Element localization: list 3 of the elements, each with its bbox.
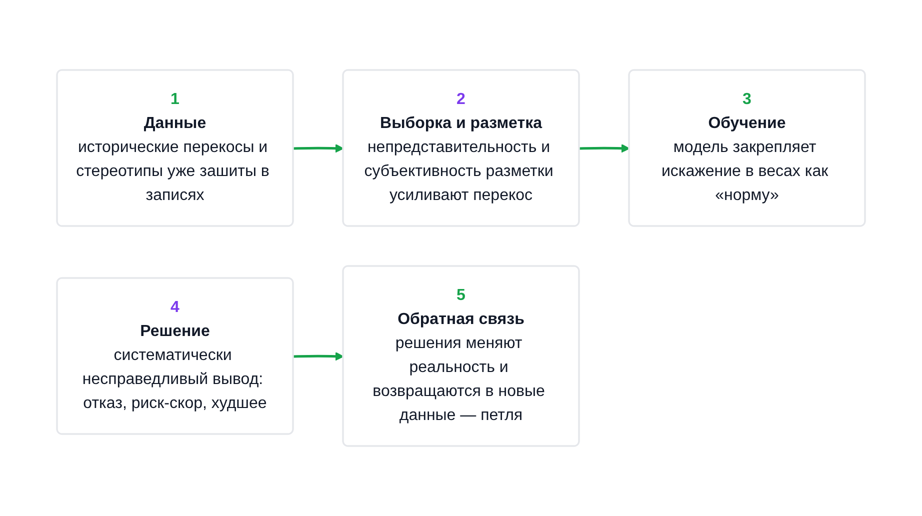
- arrow: [293, 352, 344, 361]
- arrow: [293, 144, 344, 153]
- arrow: [579, 144, 630, 153]
